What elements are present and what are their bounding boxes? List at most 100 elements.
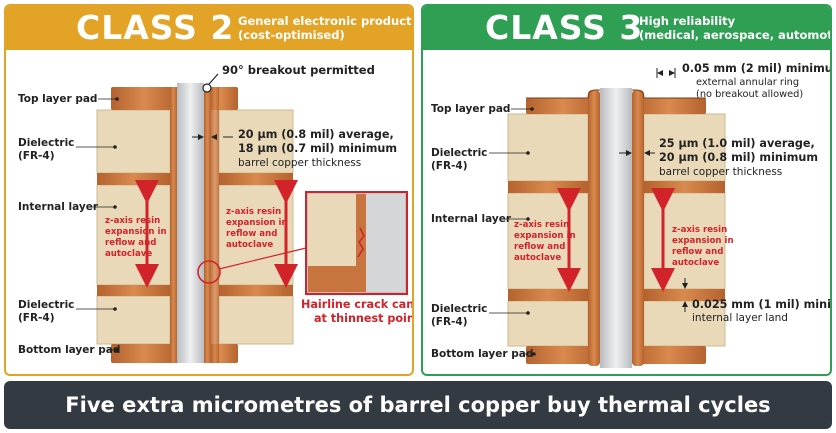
class2-resin-right-3: reflow and — [226, 229, 277, 239]
class2-subtitle-line1: General electronic products — [238, 14, 414, 28]
class2-dielectric-left-2 — [96, 295, 171, 345]
class3-resin-right-1: z-axis resin — [672, 225, 727, 235]
class3-land-line1: 0.025 mm (1 mil) minimum — [692, 298, 830, 311]
class3-thickness-line2: 20 µm (0.8 mil) minimum — [659, 151, 818, 164]
class2-internal-copper-right-2 — [219, 285, 293, 296]
class3-thickness-arrowhead-right — [644, 150, 650, 156]
class3-label-dielectric-1b: (FR-4) — [431, 160, 468, 172]
class3-subtitle-line1: High reliability — [639, 14, 736, 28]
class2-drilled-hole — [177, 83, 204, 363]
class2-leader-dot-dielectric-2 — [113, 307, 117, 311]
class2-crack-line2: at thinnest point — [314, 312, 412, 325]
class2-breakout-note: 90° breakout permitted — [222, 63, 375, 77]
class2-resin-left-4: autoclave — [105, 249, 152, 259]
class3-dielectric-left-2 — [507, 300, 589, 347]
class3-thickness-line1: 25 µm (1.0 mil) average, — [659, 137, 815, 150]
class2-label-dielectric-1a: Dielectric — [18, 137, 74, 149]
class3-land-arrowhead-bottom — [682, 301, 688, 307]
class2-barrel-right — [204, 87, 211, 363]
class3-label-dielectric-1a: Dielectric — [431, 147, 487, 159]
class3-bottom-pad-left — [526, 346, 600, 364]
class3-ring-line3: (no breakout allowed) — [696, 89, 803, 100]
class2-label-bottom-pad: Bottom layer pad — [18, 344, 120, 356]
class2-label-dielectric-2a: Dielectric — [18, 299, 74, 311]
class2-leader-dot-bottom-pad — [115, 348, 119, 352]
class3-label-top-pad: Top layer pad — [431, 103, 510, 115]
class3-resin-right-2: expansion in — [672, 236, 734, 246]
class3-dielectric-left-mid — [507, 192, 589, 290]
class3-ring-line1: 0.05 mm (2 mil) minimum — [682, 62, 830, 75]
class3-top-pad-right — [632, 98, 706, 114]
class2-dielectric-left-1 — [96, 109, 171, 174]
class2-crack-circle — [197, 260, 221, 284]
class3-label-internal-layer: Internal layer — [431, 213, 512, 225]
class2-title: CLASS 2 — [76, 8, 235, 47]
class2-label-internal-layer: Internal layer — [18, 201, 99, 213]
banner-text: Five extra micrometres of barrel copper … — [65, 393, 771, 417]
class2-leader-dot-internal-layer — [113, 205, 117, 209]
class3-internal-copper-left-2 — [508, 289, 588, 301]
class3-top-pad-left — [526, 98, 600, 114]
class3-drilled-hole — [600, 88, 632, 368]
class3-ring-line2: external annular ring — [696, 77, 799, 88]
class2-top-pad-left — [111, 87, 177, 110]
class2-resin-right-1: z-axis resin — [226, 207, 281, 217]
class3-resin-left-1: z-axis resin — [514, 220, 569, 230]
class2-barrel-left — [170, 87, 177, 363]
class3-leader-dot-internal-layer — [526, 217, 530, 221]
class2-zoom-inset — [305, 191, 408, 295]
class3-header: CLASS 3 High reliability (medical, aeros… — [423, 6, 830, 50]
class2-resin-right-4: autoclave — [226, 240, 273, 250]
class3-dielectric-left-1 — [507, 113, 589, 182]
class2-thickness-arrowhead-right — [211, 134, 217, 140]
class3-subtitle: High reliability (medical, aerospace, au… — [639, 14, 830, 42]
bottom-banner: Five extra micrometres of barrel copper … — [4, 381, 832, 429]
class2-resin-left-1: z-axis resin — [105, 216, 160, 226]
class2-internal-copper-left-2 — [97, 285, 170, 296]
class2-dielectric-right-1 — [218, 109, 294, 174]
class3-resin-right-4: autoclave — [672, 258, 719, 268]
class2-header: CLASS 2 General electronic products (cos… — [6, 6, 412, 50]
class3-leader-dot-top-pad — [530, 107, 534, 111]
class3-subtitle-line2: (medical, aerospace, automotive) — [639, 28, 830, 42]
class3-resin-left-2: expansion in — [514, 231, 576, 241]
class2-subtitle: General electronic products (cost-optimi… — [238, 14, 414, 42]
class3-internal-copper-right-2 — [644, 289, 725, 301]
class3-title: CLASS 3 — [485, 8, 644, 47]
class2-cross-section-diagram: 90° breakout permitted Top layer pad Die… — [18, 63, 412, 363]
class3-land-arrowhead-top — [682, 283, 688, 289]
class2-resin-left-2: expansion in — [105, 227, 167, 237]
class3-thickness-arrowhead-left — [626, 150, 632, 156]
class3-barrel-left — [588, 90, 600, 366]
class3-panel: CLASS 3 High reliability (medical, aeros… — [421, 4, 832, 376]
class2-barrel-right-step — [211, 87, 219, 363]
class2-label-top-pad: Top layer pad — [18, 93, 97, 105]
class3-leader-dot-dielectric-2 — [526, 311, 530, 315]
class3-thickness-line3: barrel copper thickness — [659, 166, 782, 178]
class3-barrel-outline-right — [632, 89, 706, 99]
class3-leader-dot-bottom-pad — [532, 352, 536, 356]
class3-cross-section-diagram: 0.05 mm (2 mil) minimum external annular… — [431, 62, 830, 368]
class2-resin-right-2: expansion in — [226, 218, 288, 228]
class2-thickness-arrowhead-left — [198, 134, 204, 140]
class2-bottom-pad-left — [111, 344, 177, 363]
class2-crack-leader — [218, 247, 307, 270]
class3-label-dielectric-2a: Dielectric — [431, 303, 487, 315]
class2-leader-dot-top-pad — [115, 97, 119, 101]
class2-breakout-mark — [202, 83, 212, 93]
class2-internal-copper-right-1 — [219, 173, 293, 185]
class2-crack-line1: Hairline crack can start — [301, 298, 412, 311]
class3-land-line2: internal layer land — [692, 312, 788, 324]
class2-thickness-line2: 18 µm (0.7 mil) minimum — [238, 142, 397, 155]
class2-leader-dot-dielectric-1 — [113, 145, 117, 149]
class3-barrel-outline-left — [526, 89, 600, 99]
class3-ring-arrowhead-right — [669, 70, 675, 76]
class2-label-dielectric-1b: (FR-4) — [18, 150, 55, 162]
class3-resin-left-4: autoclave — [514, 253, 561, 263]
class2-thickness-line3: barrel copper thickness — [238, 157, 361, 169]
class3-leader-dot-dielectric-1 — [526, 151, 530, 155]
class2-thickness-line1: 20 µm (0.8 mil) average, — [238, 128, 394, 141]
class2-subtitle-line2: (cost-optimised) — [238, 28, 345, 42]
class2-dielectric-right-2 — [218, 295, 294, 345]
class2-label-dielectric-2b: (FR-4) — [18, 312, 55, 324]
